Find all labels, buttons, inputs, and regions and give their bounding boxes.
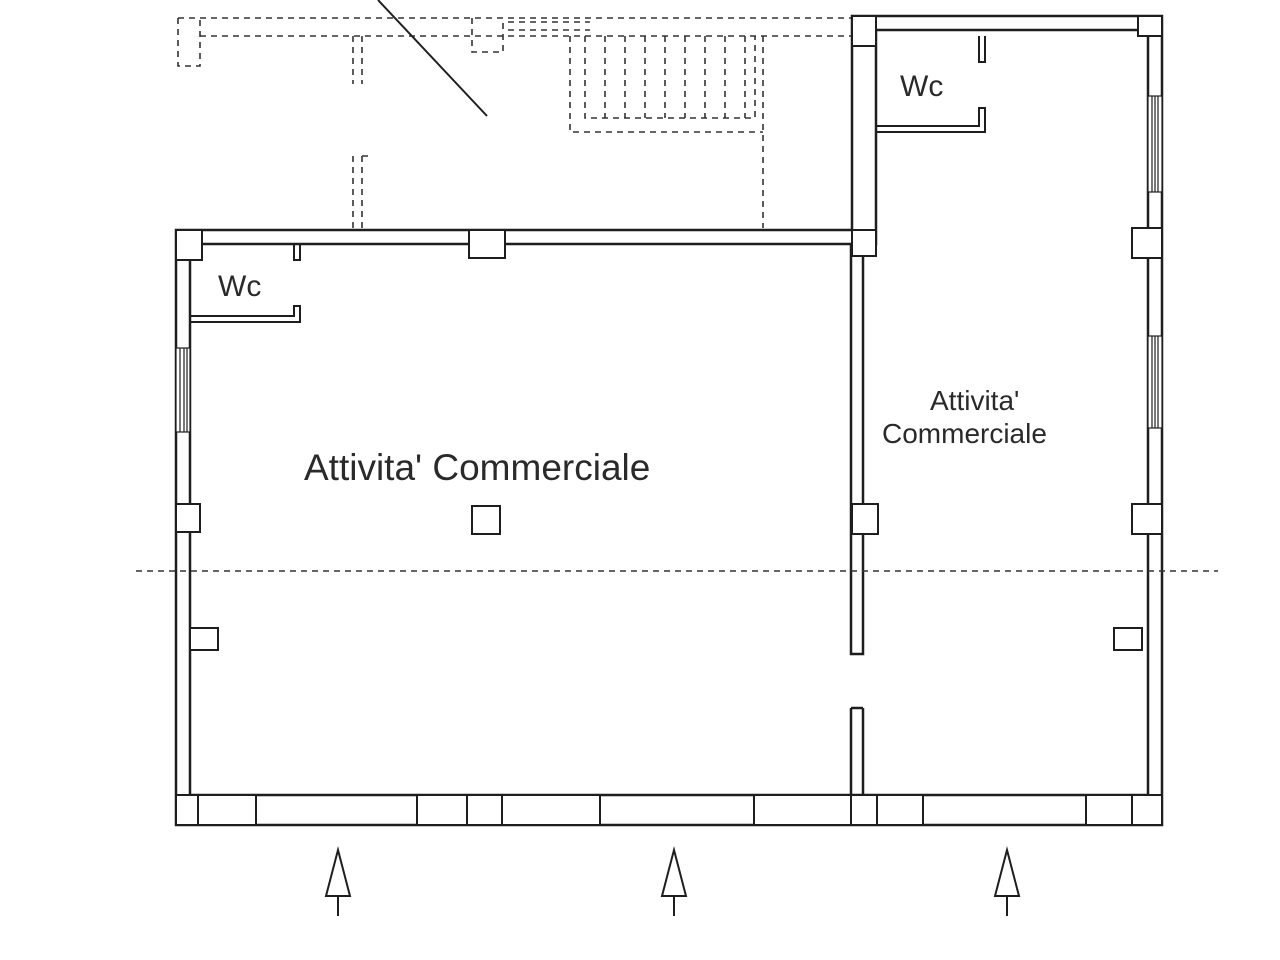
wc-label-main: Wc <box>218 270 261 303</box>
diagonal-line <box>377 0 488 117</box>
entrance-arrow-icon <box>993 846 1021 916</box>
room-label-side-shop-line1: Attivita' <box>930 385 1019 416</box>
wc-partitions <box>190 36 986 323</box>
room-label-main-shop: Attivita' Commerciale <box>304 447 650 488</box>
entrance-arrow-icon <box>324 846 352 916</box>
wc-label-side: Wc <box>900 70 943 103</box>
staircase <box>508 21 763 133</box>
interior-wall <box>849 244 865 795</box>
pillars <box>175 15 1163 651</box>
entrance-arrow-icon <box>660 846 688 916</box>
facade-openings <box>175 794 1163 826</box>
upper-dashed-structure <box>177 17 852 228</box>
windows <box>175 95 1163 433</box>
room-label-side-shop-line2: Commerciale <box>882 418 1047 449</box>
